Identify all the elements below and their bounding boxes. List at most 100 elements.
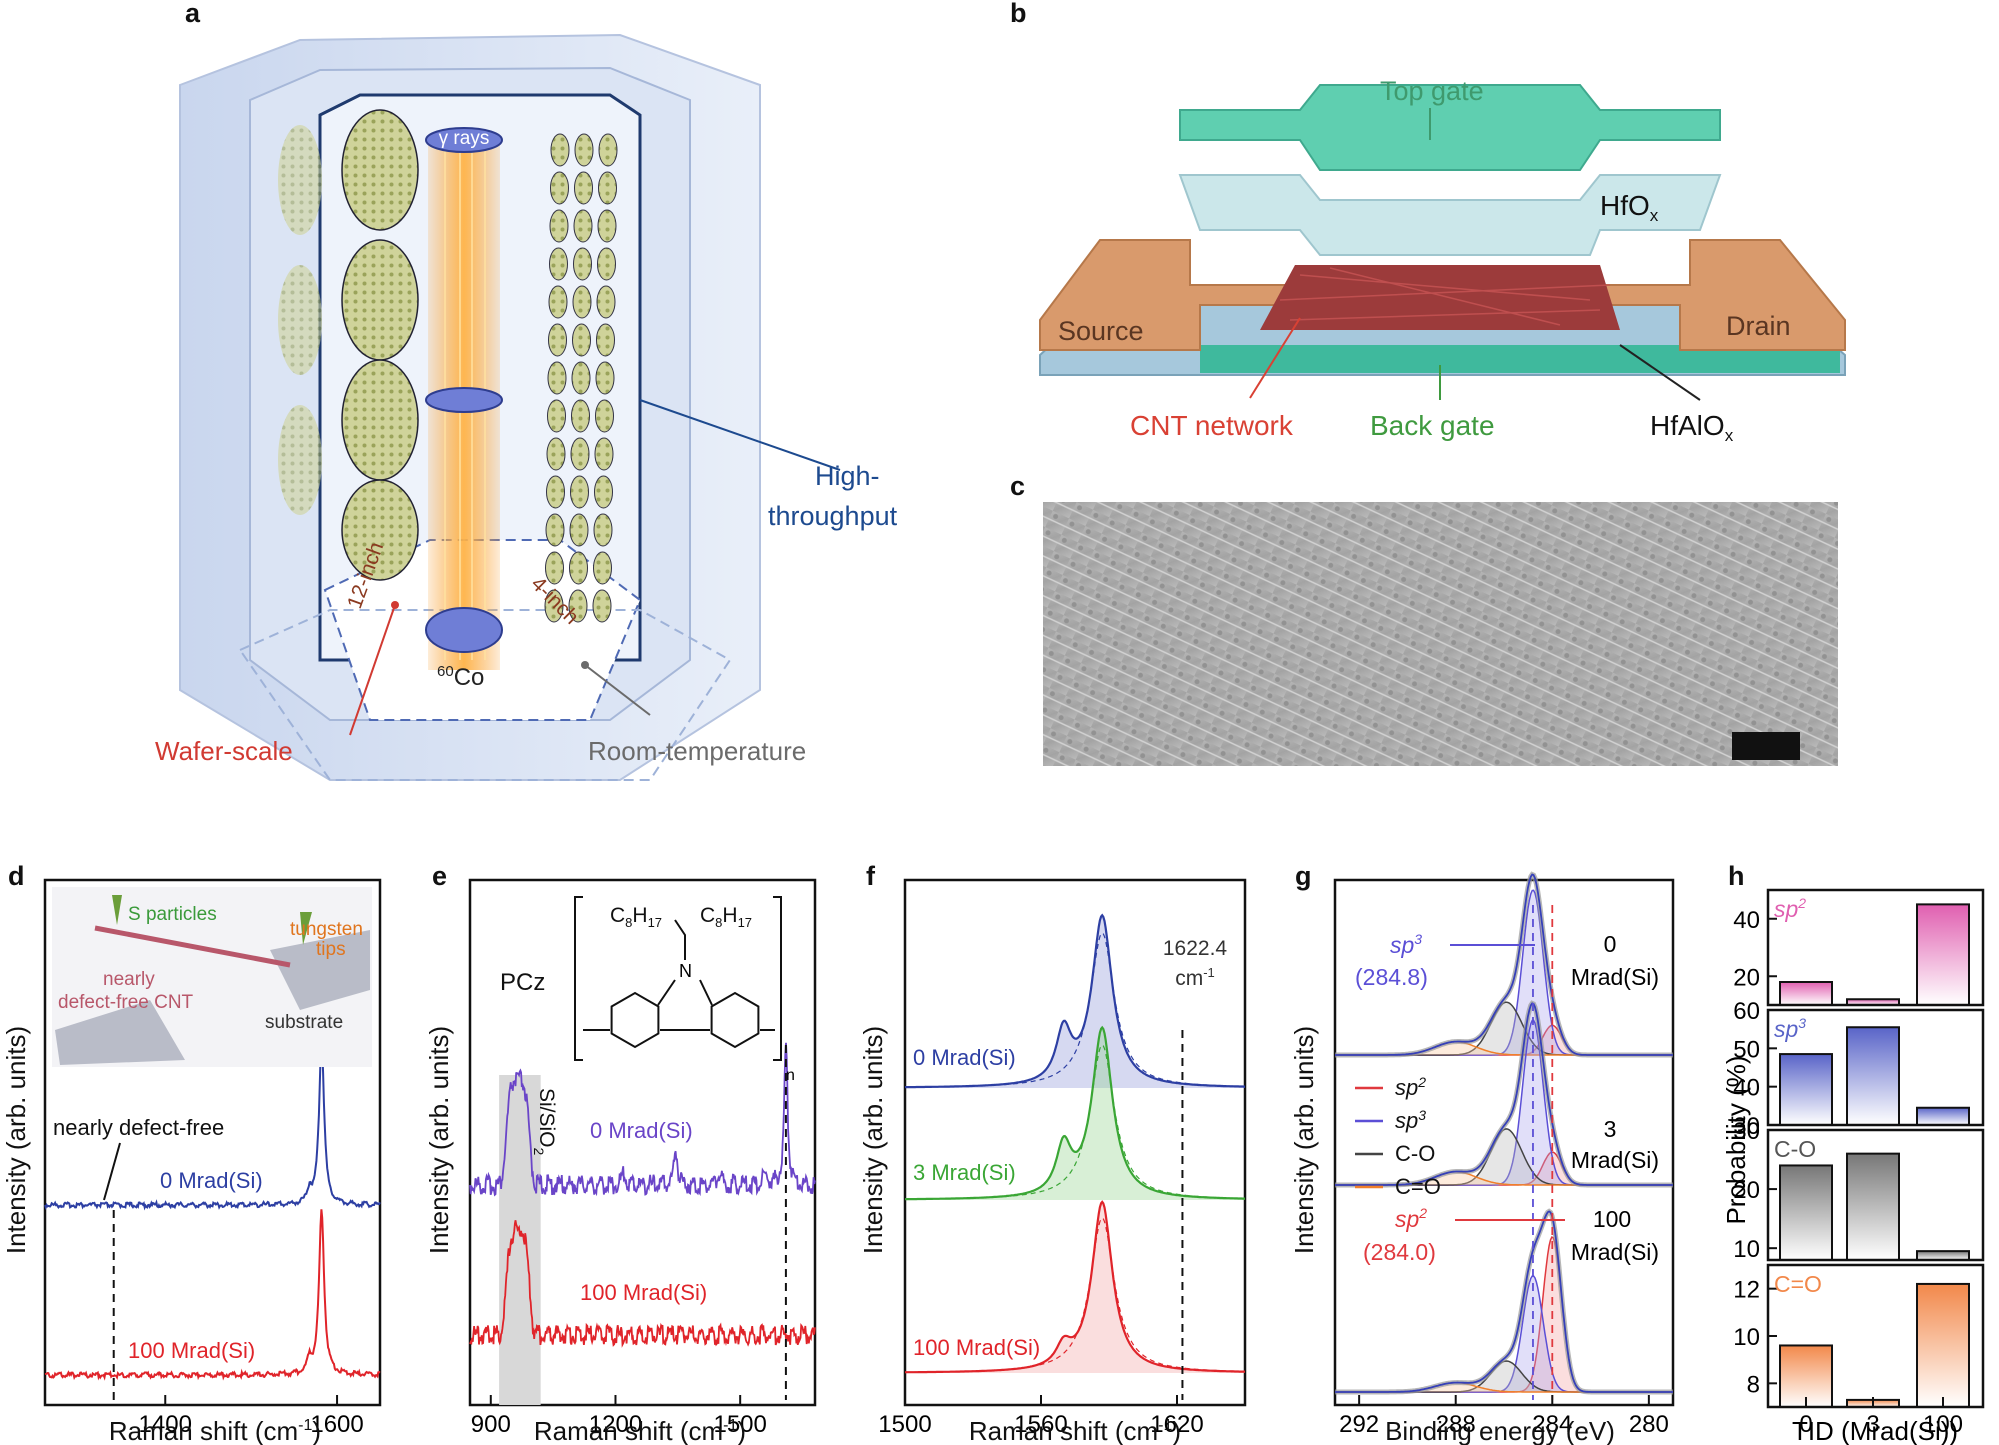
axis-frame — [43, 878, 382, 1407]
bar-C-O-3 — [1846, 1152, 1900, 1261]
subplot-label: sp2 — [1774, 895, 1806, 922]
subplot-label-text: C-O — [1774, 1136, 1816, 1162]
sp3-text: sp — [1390, 932, 1415, 958]
x-tick-label: 1500 — [713, 1411, 766, 1438]
throughput-label-2: throughput — [768, 501, 898, 531]
source-disk-bottom — [425, 607, 503, 653]
panel-b: b Top gate HfOx Source Drain CNT network… — [1010, 0, 1846, 445]
legend-sup: 3 — [1418, 1107, 1426, 1123]
y-tick-label: 40 — [1733, 907, 1760, 934]
x-tick-label: 288 — [1436, 1411, 1476, 1438]
source-disk-middle — [425, 387, 503, 413]
dose-100-a: 100 — [1593, 1206, 1631, 1232]
panel-label-g: g — [1295, 861, 1312, 891]
series-label-100: 100 Mrad(Si) — [913, 1335, 1040, 1360]
bar-sp3-100 — [1916, 1106, 1970, 1126]
benzene-ring-right — [710, 991, 760, 1049]
dose-0-b: Mrad(Si) — [1571, 964, 1659, 990]
x-tick-label: 900 — [471, 1411, 511, 1438]
wafer-4inch — [549, 209, 569, 243]
wafer-4inch — [569, 551, 588, 585]
series-label-0: 0 Mrad(Si) — [160, 1168, 263, 1193]
sp2-text: sp — [1395, 1206, 1420, 1232]
x-axis-label-text: Binding energy (eV) — [1385, 1416, 1615, 1445]
sp2-sup: 2 — [1418, 1205, 1427, 1221]
alkyl-chain-0: C8H17 — [610, 904, 662, 930]
y-tick-label: 50 — [1733, 1036, 1760, 1063]
panel-g: gsp3(284.8)sp2(284.0)0Mrad(Si)3Mrad(Si)1… — [1289, 861, 1675, 1445]
wafer-4inch — [594, 437, 614, 471]
series-label-0: 0 Mrad(Si) — [590, 1118, 693, 1143]
x-axis-label-text: Raman shift (cm — [109, 1416, 298, 1445]
subplot-label-text: C=O — [1774, 1271, 1822, 1297]
wafer-scale-label: Wafer-scale — [155, 736, 293, 766]
axis-frame — [468, 878, 817, 1407]
spectrum-line — [44, 1042, 381, 1211]
x-tick-label: 1600 — [310, 1411, 363, 1438]
annotation-arrow — [103, 1142, 121, 1201]
fit-line — [905, 1044, 1246, 1200]
bar-sp3-0 — [1779, 1053, 1833, 1127]
wafer-4inch — [574, 171, 593, 205]
wafer-4inch — [548, 285, 568, 319]
sem-image — [1043, 502, 1838, 766]
spectrum-line — [469, 1220, 816, 1348]
gamma-label: γ rays — [439, 128, 490, 149]
x-tick-label: 1400 — [139, 1411, 192, 1438]
peak-value: 1622.4 — [1163, 937, 1228, 960]
panel-c: c — [1010, 471, 1838, 766]
inset-tips: tips — [316, 939, 346, 960]
y-axis-label: Intensity (arb. units) — [858, 1026, 888, 1254]
throughput-label-1: High- — [815, 461, 880, 491]
wafer-4inch — [596, 285, 616, 319]
n-atom: N — [679, 961, 692, 981]
wafer-4inch — [571, 399, 590, 433]
wafer-4inch — [570, 475, 589, 509]
wafer-4inch — [594, 475, 613, 509]
wafer-4inch — [544, 589, 564, 623]
dose-3-a: 3 — [1604, 1116, 1617, 1142]
series-label-0: 0 Mrad(Si) — [913, 1045, 1016, 1070]
component-fill — [1335, 1361, 1673, 1392]
wafer-4inch — [597, 209, 617, 243]
si-sub: 2 — [531, 1148, 547, 1156]
y-tick-label: 10 — [1733, 1236, 1760, 1263]
axis-frame — [1333, 878, 1675, 1407]
sp3-callout: sp3 — [1390, 931, 1422, 958]
source-label: Source — [1058, 316, 1144, 346]
wafer-4inch — [547, 399, 566, 433]
scale-bar — [1732, 732, 1800, 760]
wafer-4inch — [573, 247, 592, 281]
panel-a: a γ rays 60Co 12-inch 4-in — [155, 0, 898, 781]
y-tick-label: 60 — [1733, 998, 1760, 1025]
y-tick-label: 20 — [1733, 1177, 1760, 1204]
legend-label: C=O — [1395, 1174, 1441, 1199]
wafer-4inch — [571, 361, 591, 395]
subplot-label: C-O — [1774, 1136, 1816, 1162]
fit-line — [905, 1217, 1246, 1373]
hfox-sub: x — [1650, 206, 1659, 225]
x-axis-label: TID (Mrad(Si)) — [1792, 1416, 1958, 1445]
peak-unit-text: cm — [1175, 967, 1203, 990]
hfox-text: HfO — [1600, 190, 1650, 221]
wafer-4inch — [596, 323, 615, 357]
y-tick-label: 20 — [1733, 964, 1760, 991]
defect-free-annotation: nearly defect-free — [53, 1115, 224, 1140]
si-text: Si/SiO — [535, 1088, 558, 1148]
y-axis-label: Probability (%) — [1721, 1055, 1751, 1224]
y-axis-label: Intensity (arb. units) — [424, 1026, 454, 1254]
envelope-line — [1335, 1002, 1673, 1186]
back-gate-label: Back gate — [1370, 410, 1495, 441]
series-label-100: 100 Mrad(Si) — [580, 1280, 707, 1305]
wafer-4inch — [549, 247, 568, 281]
wafer-4inch — [593, 513, 613, 547]
legend-text: C=O — [1395, 1174, 1441, 1199]
x-tick-label: 1200 — [589, 1411, 642, 1438]
dose-100-b: Mrad(Si) — [1571, 1239, 1659, 1265]
bar-C=O-100 — [1916, 1282, 1970, 1409]
y-tick-label: 12 — [1733, 1277, 1760, 1304]
envelope-line — [1335, 1210, 1673, 1393]
